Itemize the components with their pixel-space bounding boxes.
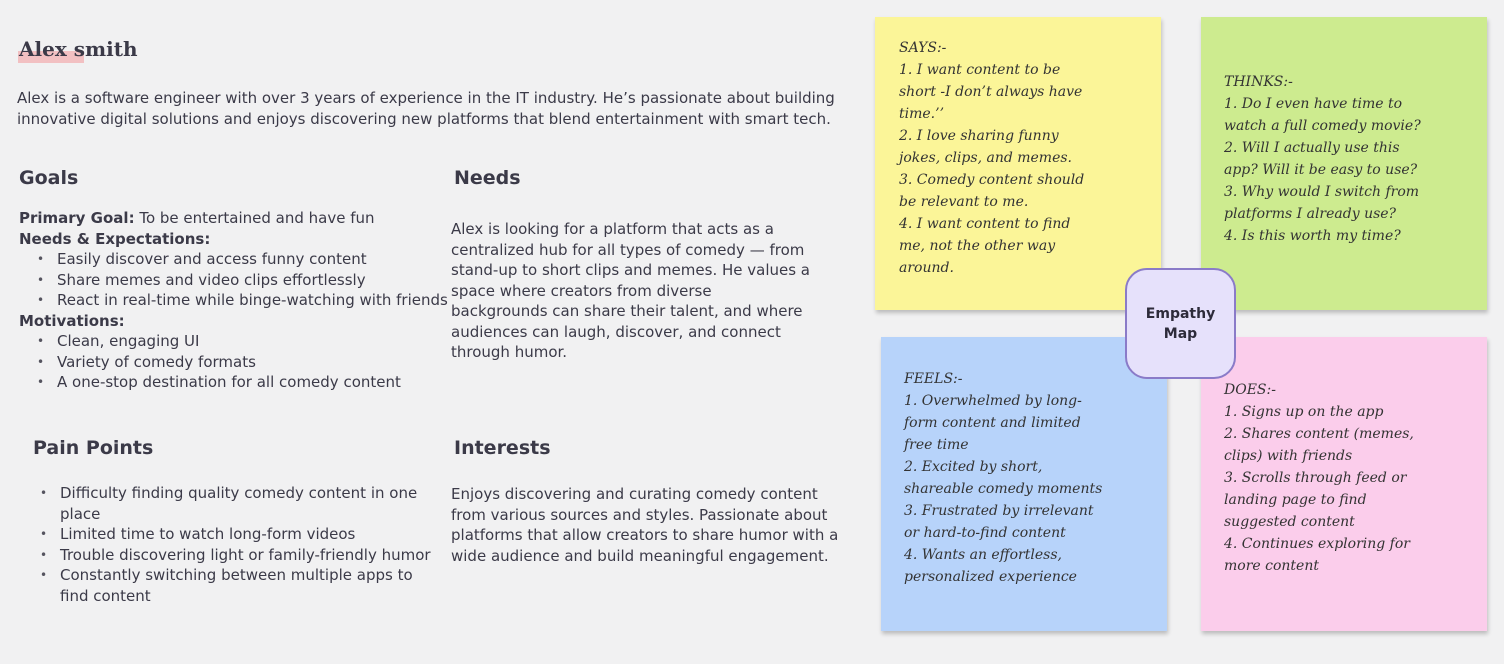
note-line: app? Will it be easy to use? [1224, 162, 1418, 178]
note-line: 2. Shares content (memes, [1224, 426, 1414, 442]
note-line: 4. I want content to find [899, 216, 1071, 232]
note-line: 2. Excited by short, [904, 459, 1043, 475]
list-item: Easily discover and access funny content [19, 249, 449, 270]
note-line: landing page to find [1224, 492, 1367, 508]
note-line: suggested content [1224, 514, 1355, 530]
primary-goal-label: Primary Goal: [19, 209, 135, 227]
note-line: time.’’ [899, 106, 945, 122]
list-item: Trouble discovering light or family-frie… [22, 545, 442, 566]
note-line: short -I don’t always have [899, 84, 1083, 100]
needs-expectations-list: Easily discover and access funny content… [19, 249, 449, 311]
list-item: Clean, engaging UI [19, 331, 449, 352]
note-line: more content [1224, 558, 1319, 574]
persona-name: Alex smith [19, 37, 138, 61]
note-line: personalized experience [904, 569, 1077, 585]
thinks-sticky-note[interactable]: THINKS:- 1. Do I even have time to watch… [1201, 17, 1487, 310]
list-item: React in real-time while binge-watching … [19, 290, 449, 311]
note-line: clips) with friends [1224, 448, 1353, 464]
note-line: or hard-to-find content [904, 525, 1066, 541]
note-line: 4. Continues exploring for [1224, 536, 1410, 552]
note-line: 1. Signs up on the app [1224, 404, 1384, 420]
persona-bio: Alex is a software engineer with over 3 … [17, 89, 835, 128]
list-item: Difficulty finding quality comedy conten… [22, 483, 442, 524]
note-line: 1. I want content to be [899, 62, 1061, 78]
note-line: shareable comedy moments [904, 481, 1103, 497]
note-line: 2. I love sharing funny [899, 128, 1059, 144]
interests-text: Enjoys discovering and curating comedy c… [451, 485, 839, 565]
note-line: platforms I already use? [1224, 206, 1397, 222]
needs-text: Alex is looking for a platform that acts… [451, 220, 810, 361]
note-line: around. [899, 260, 954, 276]
note-line: be relevant to me. [899, 194, 1029, 210]
note-line: jokes, clips, and memes. [899, 150, 1072, 166]
name-highlight [18, 51, 84, 63]
primary-goal: Primary Goal: To be entertained and have… [19, 208, 449, 229]
needs-title: Needs [454, 167, 521, 189]
note-line: FEELS:- [904, 371, 963, 387]
empathy-map-label-line1: Empathy [1145, 305, 1216, 322]
list-item: Variety of comedy formats [19, 352, 449, 373]
note-line: watch a full comedy movie? [1224, 118, 1421, 134]
note-line: 4. Is this worth my time? [1224, 228, 1401, 244]
goals-title: Goals [19, 167, 79, 189]
feels-sticky-note[interactable]: FEELS:- 1. Overwhelmed by long- form con… [881, 337, 1167, 631]
pain-points-list: Difficulty finding quality comedy conten… [22, 483, 442, 606]
note-line: 2. Will I actually use this [1224, 140, 1400, 156]
note-line: SAYS:- [899, 40, 947, 56]
needs-expectations-label: Needs & Expectations: [19, 229, 211, 248]
list-item: Limited time to watch long-form videos [22, 524, 442, 545]
note-line: 4. Wants an effortless, [904, 547, 1062, 563]
note-line: form content and limited [904, 415, 1081, 431]
note-line: me, not the other way [899, 238, 1056, 254]
feels-note-text: FEELS:- 1. Overwhelmed by long- form con… [904, 368, 1166, 588]
thinks-note-text: THINKS:- 1. Do I even have time to watch… [1224, 71, 1486, 247]
says-note-text: SAYS:- 1. I want content to be short -I … [899, 37, 1157, 279]
note-line: free time [904, 437, 969, 453]
goals-section: Primary Goal: To be entertained and have… [19, 208, 449, 393]
note-line: DOES:- [1224, 382, 1276, 398]
note-line: THINKS:- [1224, 74, 1293, 90]
empathy-map-center-node[interactable]: Empathy Map [1125, 268, 1236, 379]
motivations-list: Clean, engaging UI Variety of comedy for… [19, 331, 449, 393]
note-line: 3. Comedy content should [899, 172, 1085, 188]
note-line: 3. Scrolls through feed or [1224, 470, 1407, 486]
interests-title: Interests [454, 437, 551, 459]
does-sticky-note[interactable]: DOES:- 1. Signs up on the app 2. Shares … [1201, 337, 1487, 631]
list-item: Share memes and video clips effortlessly [19, 270, 449, 291]
primary-goal-text: To be entertained and have fun [134, 209, 375, 227]
list-item: Constantly switching between multiple ap… [22, 565, 442, 606]
empathy-map-label-line2: Map [1163, 325, 1198, 342]
says-sticky-note[interactable]: SAYS:- 1. I want content to be short -I … [875, 17, 1161, 310]
note-line: 1. Do I even have time to [1224, 96, 1403, 112]
does-note-text: DOES:- 1. Signs up on the app 2. Shares … [1224, 379, 1486, 577]
motivations-label: Motivations: [19, 311, 125, 330]
note-line: 3. Frustrated by irrelevant [904, 503, 1094, 519]
pain-points-title: Pain Points [33, 437, 154, 459]
list-item: A one-stop destination for all comedy co… [19, 372, 449, 393]
note-line: 1. Overwhelmed by long- [904, 393, 1082, 409]
note-line: 3. Why would I switch from [1224, 184, 1420, 200]
